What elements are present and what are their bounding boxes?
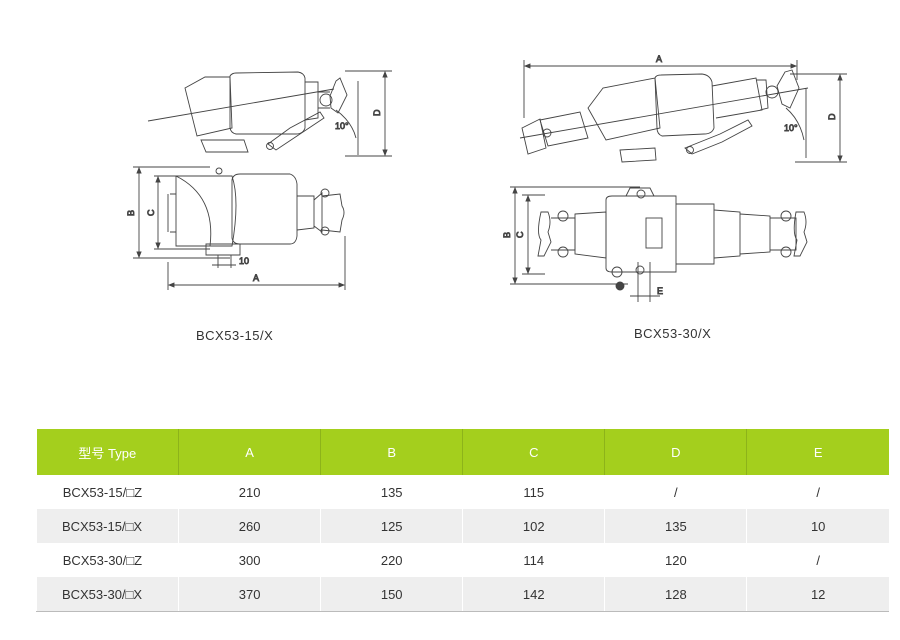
left-top-view: B C 10 A	[126, 166, 346, 290]
cell-a: 210	[178, 475, 321, 509]
right-top-view: B C E	[502, 186, 808, 302]
cell-b: 150	[320, 577, 463, 612]
spec-table: 型号 Type A B C D E BCX53-15/□Z 210 135 11…	[35, 429, 889, 612]
cell-e: 12	[746, 577, 889, 612]
cell-b: 135	[320, 475, 463, 509]
drawings-svg: D 10° B C	[126, 54, 847, 302]
left-dim-d: D	[372, 109, 382, 116]
technical-drawings: D 10° B C	[126, 54, 847, 343]
cell-a: 370	[178, 577, 321, 612]
cell-type: BCX53-30/□X	[35, 577, 179, 612]
cell-e: /	[746, 543, 889, 577]
cell-b: 220	[320, 543, 463, 577]
header-b: B	[320, 429, 463, 475]
cell-c: 114	[462, 543, 605, 577]
left-dim-10: 10	[239, 256, 249, 266]
header-a: A	[178, 429, 321, 475]
right-dim-d: D	[827, 113, 837, 120]
table-row: BCX53-15/□X 260 125 102 135 10	[35, 509, 889, 543]
cell-e: 10	[746, 509, 889, 543]
header-c: C	[462, 429, 605, 475]
header-d: D	[604, 429, 747, 475]
spec-table-header: 型号 Type A B C D E	[36, 429, 889, 475]
header-type: 型号 Type	[36, 429, 179, 475]
cell-c: 142	[462, 577, 605, 612]
cell-c: 102	[462, 509, 605, 543]
cell-type: BCX53-15/□Z	[35, 475, 179, 509]
cell-d: 128	[604, 577, 747, 612]
cell-e: /	[746, 475, 889, 509]
cell-c: 115	[462, 475, 605, 509]
cell-a: 300	[178, 543, 321, 577]
cell-type: BCX53-30/□Z	[35, 543, 179, 577]
cell-a: 260	[178, 509, 321, 543]
right-dim-a: A	[656, 54, 662, 64]
cell-b: 125	[320, 509, 463, 543]
right-dim-b: B	[502, 232, 512, 238]
left-dim-b: B	[126, 210, 136, 216]
left-dim-c: C	[146, 209, 156, 216]
cell-d: 120	[604, 543, 747, 577]
right-angle: 10°	[784, 123, 798, 133]
left-dim-a: A	[253, 273, 259, 283]
header-e: E	[746, 429, 889, 475]
right-drawing-caption: BCX53-30/X	[634, 326, 712, 341]
cell-d: 135	[604, 509, 747, 543]
left-angle: 10°	[335, 121, 349, 131]
right-side-view: A D 10°	[519, 54, 847, 163]
table-row: BCX53-15/□Z 210 135 115 / /	[35, 475, 889, 509]
left-side-view: D 10°	[147, 70, 392, 157]
right-dim-e: E	[657, 286, 663, 296]
left-drawing-caption: BCX53-15/X	[196, 328, 274, 343]
table-row: BCX53-30/□Z 300 220 114 120 /	[35, 543, 889, 577]
cell-d: /	[604, 475, 747, 509]
cell-type: BCX53-15/□X	[35, 509, 179, 543]
table-row: BCX53-30/□X 370 150 142 128 12	[35, 577, 889, 612]
right-dim-c: C	[515, 231, 525, 238]
